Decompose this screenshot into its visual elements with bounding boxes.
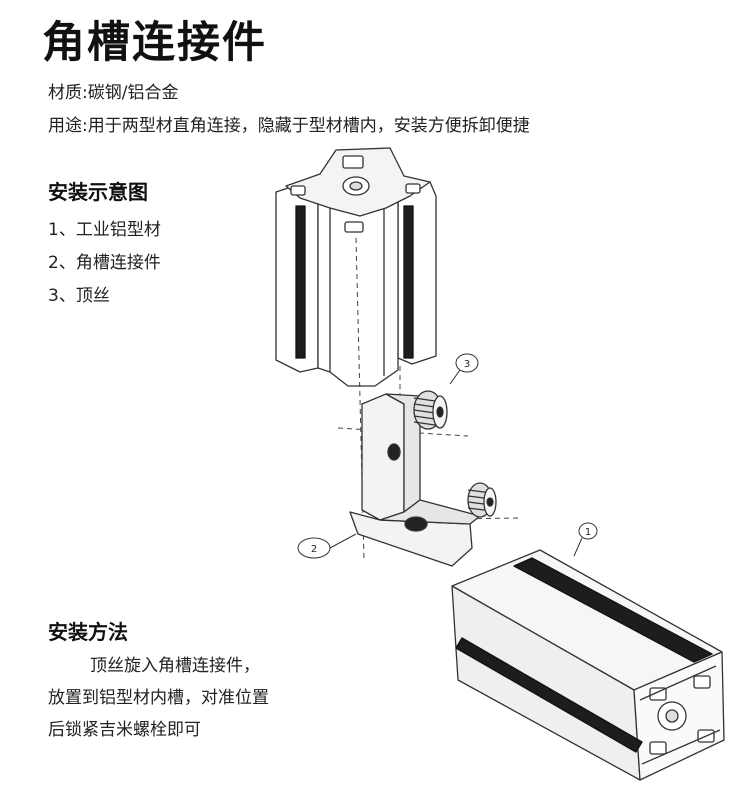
angle-connector	[349, 393, 481, 567]
method-line: 放置到铝型材内槽，对准位置	[48, 688, 269, 708]
set-screw-lower	[467, 482, 497, 518]
method-line: 顶丝旋入角槽连接件，	[90, 656, 260, 676]
material-spec: 材质:碳钢/铝合金	[48, 83, 179, 103]
parts-legend: 1、工业铝型材 2、角槽连接件 3、顶丝	[48, 219, 161, 318]
svg-text:1: 1	[585, 527, 591, 538]
page-title: 角槽连接件	[42, 18, 267, 68]
diagram-heading: 安装示意图	[48, 180, 148, 204]
horizontal-profile	[451, 549, 725, 781]
svg-text:2: 2	[311, 544, 317, 555]
method-text: 顶丝旋入角槽连接件， 放置到铝型材内槽，对准位置 后锁紧吉米螺栓即可	[48, 655, 348, 751]
callout-leaders	[329, 369, 583, 557]
method-heading: 安装方法	[48, 620, 128, 644]
callout-2: 2	[297, 537, 331, 559]
legend-item-set-screw: 3、顶丝	[48, 286, 110, 306]
usage-spec: 用途:用于两型材直角连接，隐藏于型材槽内，安装方便拆卸便捷	[48, 116, 530, 136]
legend-item-connector: 2、角槽连接件	[48, 253, 161, 273]
callout-1: 1	[578, 522, 598, 540]
set-screw-upper	[413, 390, 448, 430]
method-line: 后锁紧吉米螺栓即可	[48, 720, 201, 740]
callout-3: 3	[455, 353, 479, 373]
svg-text:3: 3	[464, 359, 470, 370]
vertical-profile	[275, 147, 437, 387]
legend-item-profile: 1、工业铝型材	[48, 220, 161, 240]
